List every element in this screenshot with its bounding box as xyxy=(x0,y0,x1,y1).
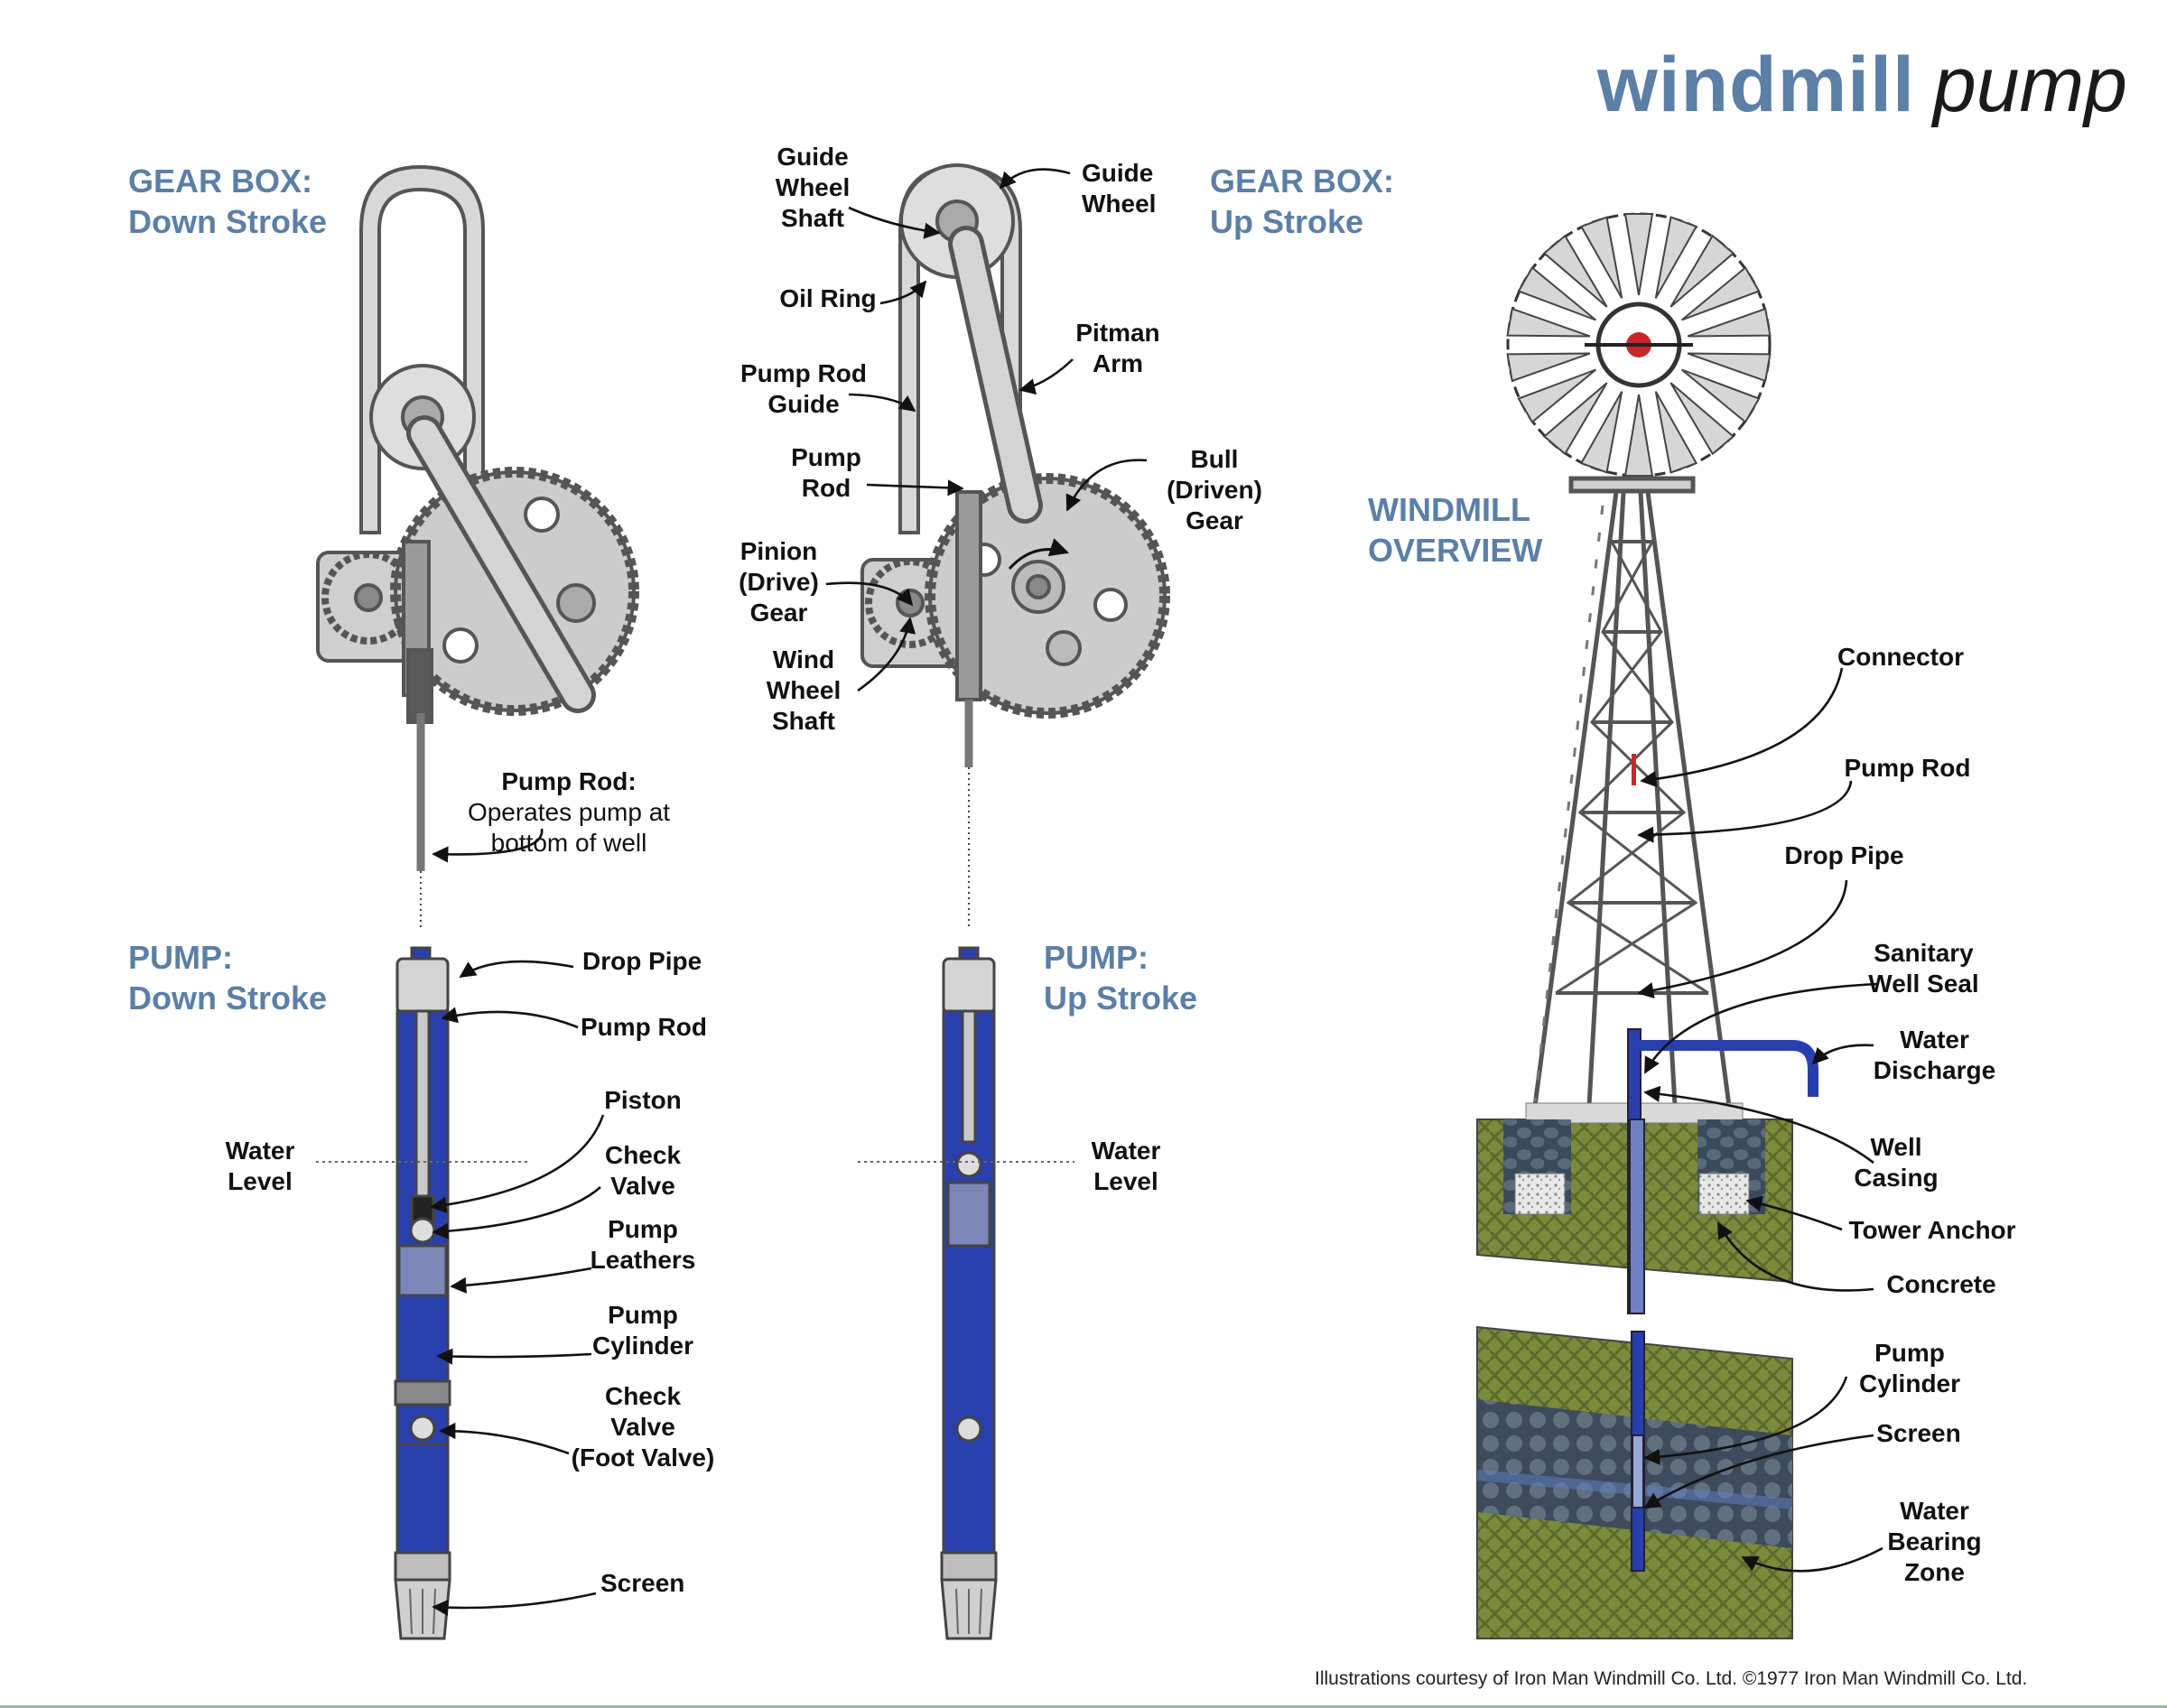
label-guide-wheel: Guide Wheel xyxy=(1082,159,1157,218)
label-bull-gear: Bull (Driven) Gear xyxy=(1167,445,1262,534)
brand-word-pump: pump xyxy=(1932,42,2127,128)
label-pump-rod-gearbox: Pump Rod xyxy=(791,443,861,502)
windmill-wheel xyxy=(1506,212,1772,478)
windmill-blade xyxy=(1517,368,1597,424)
label-sanitary-well-seal: Sanitary Well Seal xyxy=(1868,939,1979,998)
label-pump-cylinder: Pump Cylinder xyxy=(591,1301,694,1360)
label-pitman-arm: Pitman Arm xyxy=(1075,319,1160,377)
well-pipe xyxy=(1627,754,1818,1572)
windmill-blade xyxy=(1579,391,1623,474)
heading-gearbox-up: GEAR BOX:Up Stroke xyxy=(1210,162,1395,240)
label-water-level-right: Water Level xyxy=(1091,1137,1161,1195)
windmill-blade xyxy=(1687,352,1772,383)
windmill-tower xyxy=(1532,476,1732,1107)
label-concrete: Concrete xyxy=(1886,1270,1996,1298)
heading-pump-up: PUMP:Up Stroke xyxy=(1044,939,1198,1016)
windmill-blade xyxy=(1506,352,1591,383)
label-foot-valve: Check Valve (Foot Valve) xyxy=(571,1382,715,1471)
leader-lines xyxy=(430,168,1883,1616)
bottom-rule xyxy=(0,1705,2167,1708)
pump-up-illustration xyxy=(940,946,998,1640)
windmill-blade xyxy=(1654,216,1698,299)
label-water-bearing-zone: Water Bearing Zone xyxy=(1887,1497,1982,1586)
windmill-blade xyxy=(1542,234,1608,308)
windmill-blade xyxy=(1680,265,1761,321)
gearbox-down-illustration xyxy=(316,164,639,871)
pump-rod-note-title: Pump Rod: xyxy=(501,767,637,795)
label-well-casing: Well Casing xyxy=(1854,1133,1939,1192)
windmill-blade xyxy=(1542,382,1608,456)
label-pump-rod: Pump Rod xyxy=(581,1013,707,1041)
pump-down-illustration xyxy=(394,946,451,1640)
label-oil-ring: Oil Ring xyxy=(779,284,877,312)
label-pump-rod-note: Pump Rod: Operates pump at bottom of well xyxy=(442,736,695,859)
illustration-credit: Illustrations courtesy of Iron Man Windm… xyxy=(1315,1668,2028,1689)
label-drop-pipe: Drop Pipe xyxy=(582,947,702,975)
label-check-valve: Check Valve xyxy=(604,1141,682,1200)
heading-gearbox-down: GEAR BOX:Down Stroke xyxy=(128,162,328,240)
label-water-level-left: Water Level xyxy=(225,1137,295,1195)
label-pump-leathers: Pump Leathers xyxy=(590,1215,696,1274)
windmill-blade xyxy=(1669,382,1735,456)
windmill-blade xyxy=(1680,368,1761,424)
windmill-blade xyxy=(1579,216,1623,299)
label-water-discharge: Water Discharge xyxy=(1873,1026,1996,1084)
label-screen: Screen xyxy=(600,1569,685,1597)
windmill-blade xyxy=(1623,213,1654,296)
gearbox-up-illustration xyxy=(860,163,1170,767)
label-pump-rod-guide: Pump Rod Guide xyxy=(740,359,867,418)
label-overview-pump-rod: Pump Rod xyxy=(1844,754,1971,782)
label-overview-pump-cylinder: Pump Cylinder xyxy=(1858,1339,1961,1397)
windmill-blade xyxy=(1669,234,1735,308)
windmill-blade xyxy=(1654,391,1698,474)
label-pinion-gear: Pinion (Drive) Gear xyxy=(739,537,819,627)
label-wind-wheel-shaft: Wind Wheel Shaft xyxy=(766,645,842,735)
windmill-blade xyxy=(1623,394,1654,477)
label-overview-screen: Screen xyxy=(1876,1419,1961,1447)
label-connector: Connector xyxy=(1837,643,1964,671)
label-overview-drop-pipe: Drop Pipe xyxy=(1784,841,1904,869)
label-tower-anchor: Tower Anchor xyxy=(1848,1216,2016,1244)
brand-word-windmill: windmill xyxy=(1596,42,1915,128)
heading-pump-down: PUMP:Down Stroke xyxy=(128,939,328,1016)
rotation-arrow xyxy=(1008,538,1069,571)
windmill-blade xyxy=(1517,265,1597,321)
windmill-blade xyxy=(1506,307,1591,338)
label-piston: Piston xyxy=(604,1086,682,1114)
label-guide-wheel-shaft: Guide Wheel Shaft xyxy=(775,143,851,232)
windmill-blade xyxy=(1687,307,1772,338)
pump-rod-note-text: Operates pump at bottom of well xyxy=(467,798,671,857)
